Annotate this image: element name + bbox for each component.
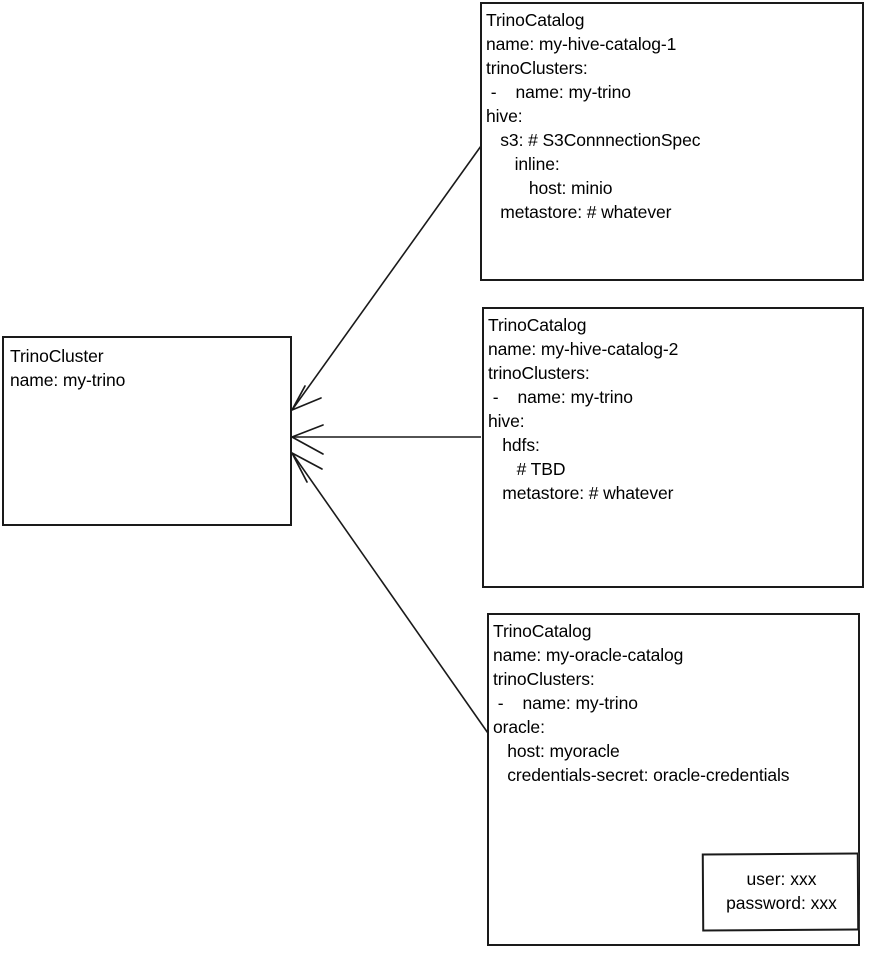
arrowhead-hive-catalog-1 <box>291 385 322 411</box>
edge-oracle-catalog <box>291 452 491 737</box>
node-catalog-hive-catalog-1-text: TrinoCatalog name: my-hive-catalog-1 tri… <box>486 10 701 222</box>
edge-line-oracle-catalog <box>291 452 491 737</box>
arrowhead-oracle-catalog <box>291 452 323 483</box>
edge-line-hive-catalog-1 <box>291 145 482 411</box>
edge-hive-catalog-1 <box>291 145 482 411</box>
node-catalog-hive-catalog-1[interactable] <box>480 2 864 281</box>
node-oracle-credentials-secret-text: user: xxx password: xxx <box>726 869 837 913</box>
edge-hive-catalog-2 <box>291 424 481 455</box>
node-catalog-hive-catalog-2[interactable] <box>482 307 864 588</box>
node-trino-cluster[interactable] <box>2 336 292 526</box>
arrowhead-hive-catalog-2 <box>291 424 324 455</box>
node-catalog-hive-catalog-2-text: TrinoCatalog name: my-hive-catalog-2 tri… <box>488 315 679 503</box>
node-trino-cluster-text: TrinoCluster name: my-trino <box>10 346 126 390</box>
node-catalog-oracle-catalog-text: TrinoCatalog name: my-oracle-catalog tri… <box>493 621 790 785</box>
node-catalog-oracle-catalog[interactable] <box>487 613 860 946</box>
